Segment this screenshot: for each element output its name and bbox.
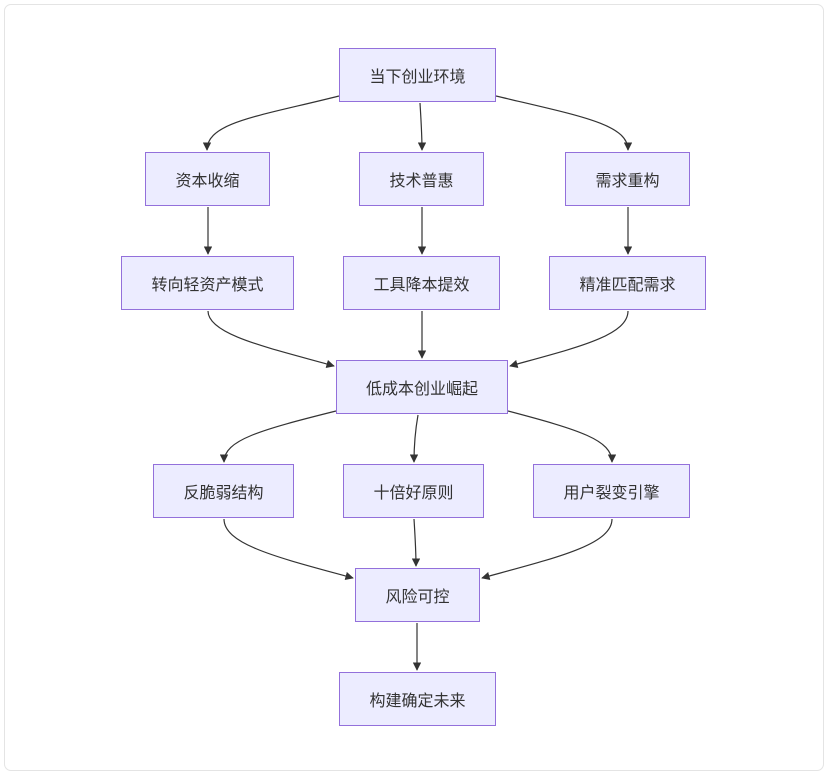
- edge-user-risk: [481, 518, 613, 581]
- edge-env-cap: [202, 95, 340, 151]
- edge-light-low: [207, 310, 335, 368]
- edge-anti-risk: [223, 518, 354, 581]
- edge-low-user: [507, 410, 617, 463]
- node-current-startup-environment[interactable]: 当下创业环境: [339, 48, 496, 102]
- node-asset-light-model[interactable]: 转向轻资产模式: [121, 256, 294, 310]
- edge-env-tech: [417, 102, 427, 151]
- node-ten-times-better[interactable]: 十倍好原则: [343, 464, 484, 518]
- edge-low-ten: [409, 414, 419, 463]
- node-antifragile-structure[interactable]: 反脆弱结构: [153, 464, 294, 518]
- node-technology-accessibility[interactable]: 技术普惠: [359, 152, 484, 206]
- edge-low-anti: [219, 410, 337, 463]
- node-capital-contraction[interactable]: 资本收缩: [145, 152, 270, 206]
- edge-ten-risk: [411, 518, 421, 567]
- node-tools-cut-cost[interactable]: 工具降本提效: [343, 256, 500, 310]
- node-demand-restructuring[interactable]: 需求重构: [565, 152, 690, 206]
- edge-match-low: [509, 310, 629, 369]
- node-low-cost-startup-rise[interactable]: 低成本创业崛起: [336, 360, 508, 414]
- node-build-certain-future[interactable]: 构建确定未来: [339, 672, 496, 726]
- node-user-viral-engine[interactable]: 用户裂变引擎: [533, 464, 690, 518]
- node-risk-controllable[interactable]: 风险可控: [355, 568, 480, 622]
- edge-env-dem: [495, 95, 633, 151]
- node-precise-demand-matching[interactable]: 精准匹配需求: [549, 256, 706, 310]
